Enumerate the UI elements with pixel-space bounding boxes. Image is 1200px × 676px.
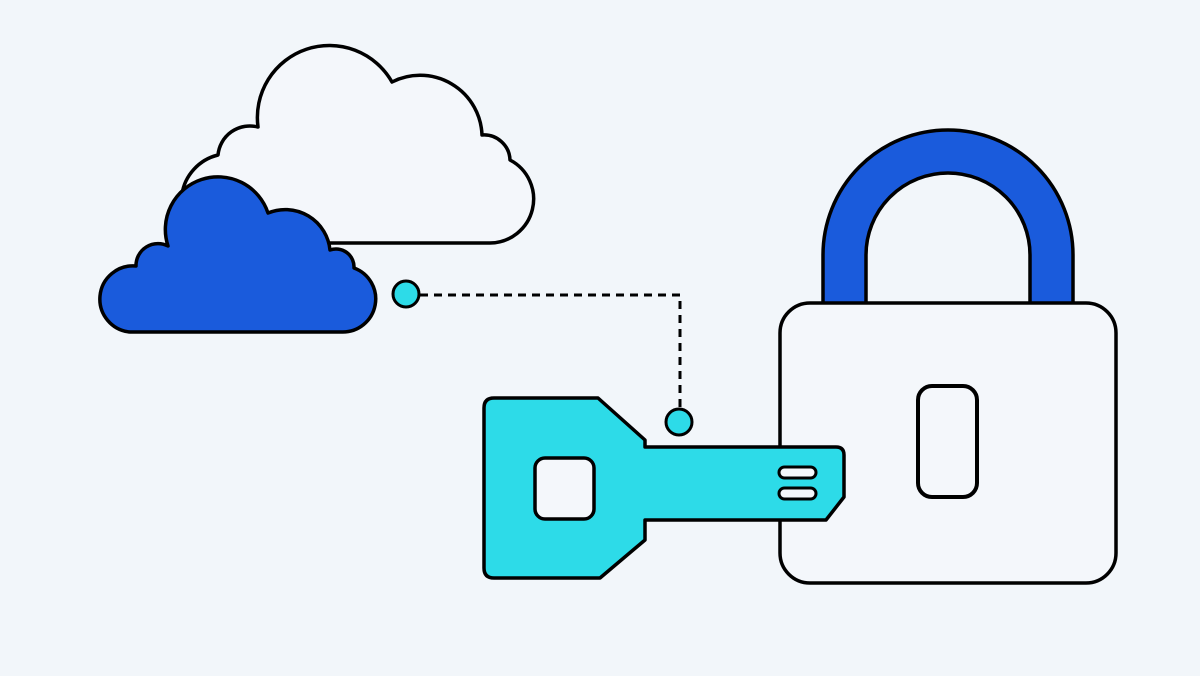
connector-node-start bbox=[391, 279, 421, 309]
padlock-shackle bbox=[821, 128, 1075, 307]
keyhole bbox=[916, 384, 979, 499]
cloud-filled-icon bbox=[98, 175, 378, 334]
connector-dashed-line bbox=[420, 293, 682, 408]
key-slot bbox=[777, 486, 818, 501]
key-icon bbox=[482, 396, 846, 580]
key-body bbox=[482, 396, 846, 580]
key-hole bbox=[533, 456, 596, 521]
cloud-outline-icon bbox=[179, 43, 536, 245]
connector-node-end bbox=[664, 407, 694, 437]
key-slot bbox=[777, 465, 818, 480]
padlock-icon bbox=[778, 128, 1118, 585]
